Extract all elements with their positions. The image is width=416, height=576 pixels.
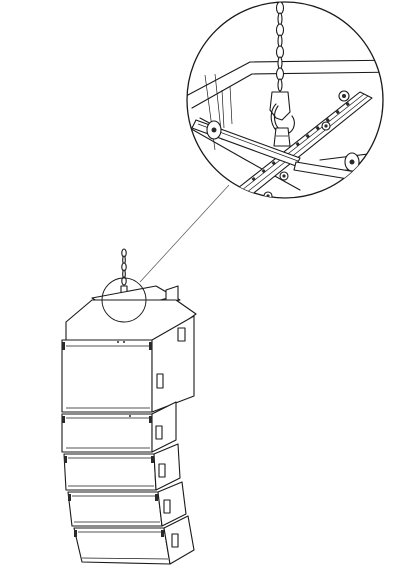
detail-shackle-left — [206, 120, 222, 140]
detail-shackle-right — [344, 152, 360, 172]
array-cabinet-1 — [61, 299, 197, 413]
callout-leader-line — [139, 184, 230, 283]
speaker-array-stack — [61, 248, 197, 565]
magnified-detail-callout — [186, 1, 384, 199]
array-cabinet-3 — [63, 443, 181, 491]
array-hoist-chain — [120, 248, 128, 297]
array-cabinet-5 — [73, 515, 195, 565]
detail-hoist-hook — [269, 91, 295, 147]
detail-pin-bottom — [263, 171, 289, 198]
detail-pin-top-right — [321, 90, 350, 131]
detail-rigging-frame-rail — [237, 91, 373, 197]
detail-hoist-chain — [275, 2, 285, 92]
array-detail-marker-circle — [101, 277, 147, 323]
array-cabinet-4 — [67, 481, 187, 527]
array-cabinet-2 — [61, 401, 177, 453]
